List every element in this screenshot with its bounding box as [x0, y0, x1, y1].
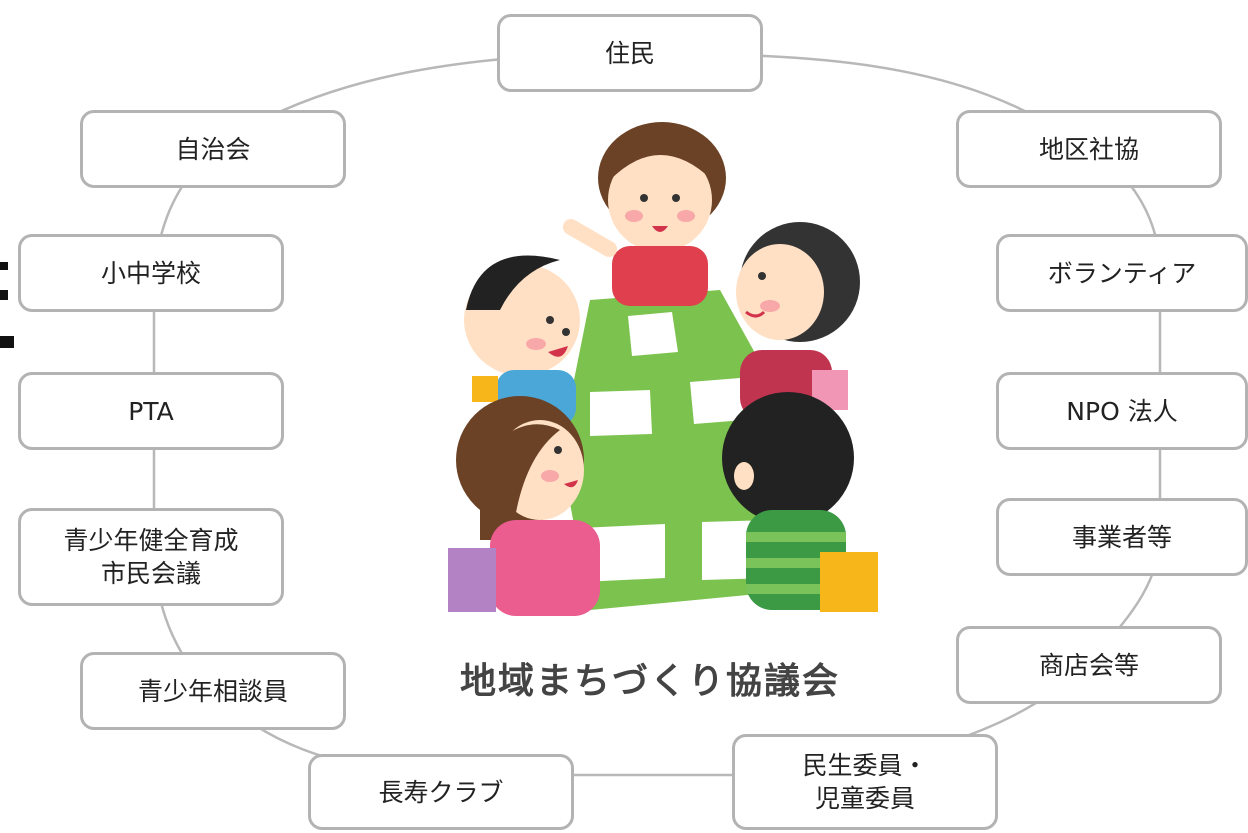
meeting-illustration	[448, 122, 878, 616]
council-title: 地域まちづくり協議会	[459, 661, 840, 702]
paper-1	[628, 312, 678, 356]
node-minsei-iin[interactable]: 民生委員・ 児童委員	[732, 734, 998, 830]
node-shochu-gakko[interactable]: 小中学校	[18, 234, 284, 312]
node-volunteer[interactable]: ボランティア	[996, 234, 1248, 312]
node-seishonen-sodanin[interactable]: 青少年相談員	[80, 652, 346, 730]
node-jigyosha[interactable]: 事業者等	[996, 498, 1248, 576]
person-girl-bottom-left	[448, 396, 600, 616]
edge-mark-top	[0, 262, 8, 270]
paper-2	[690, 378, 744, 424]
edge-mark-mid	[0, 290, 8, 300]
node-npo[interactable]: NPO 法人	[996, 372, 1248, 450]
node-seishonen-ikusei[interactable]: 青少年健全育成 市民会議	[18, 508, 284, 606]
node-jumin[interactable]: 住民	[497, 14, 763, 92]
node-chiku-shakyo[interactable]: 地区社協	[956, 110, 1222, 188]
node-pta[interactable]: PTA	[18, 372, 284, 450]
node-shotenkai[interactable]: 商店会等	[956, 626, 1222, 704]
node-jichikai[interactable]: 自治会	[80, 110, 346, 188]
person-man-right	[736, 222, 860, 420]
node-chouju-club[interactable]: 長寿クラブ	[308, 754, 574, 830]
person-woman-top	[562, 122, 726, 306]
paper-3	[590, 390, 652, 436]
edge-mark-bottom	[0, 336, 14, 348]
person-boy-bottom-right	[722, 392, 878, 612]
paper-4	[580, 524, 665, 582]
